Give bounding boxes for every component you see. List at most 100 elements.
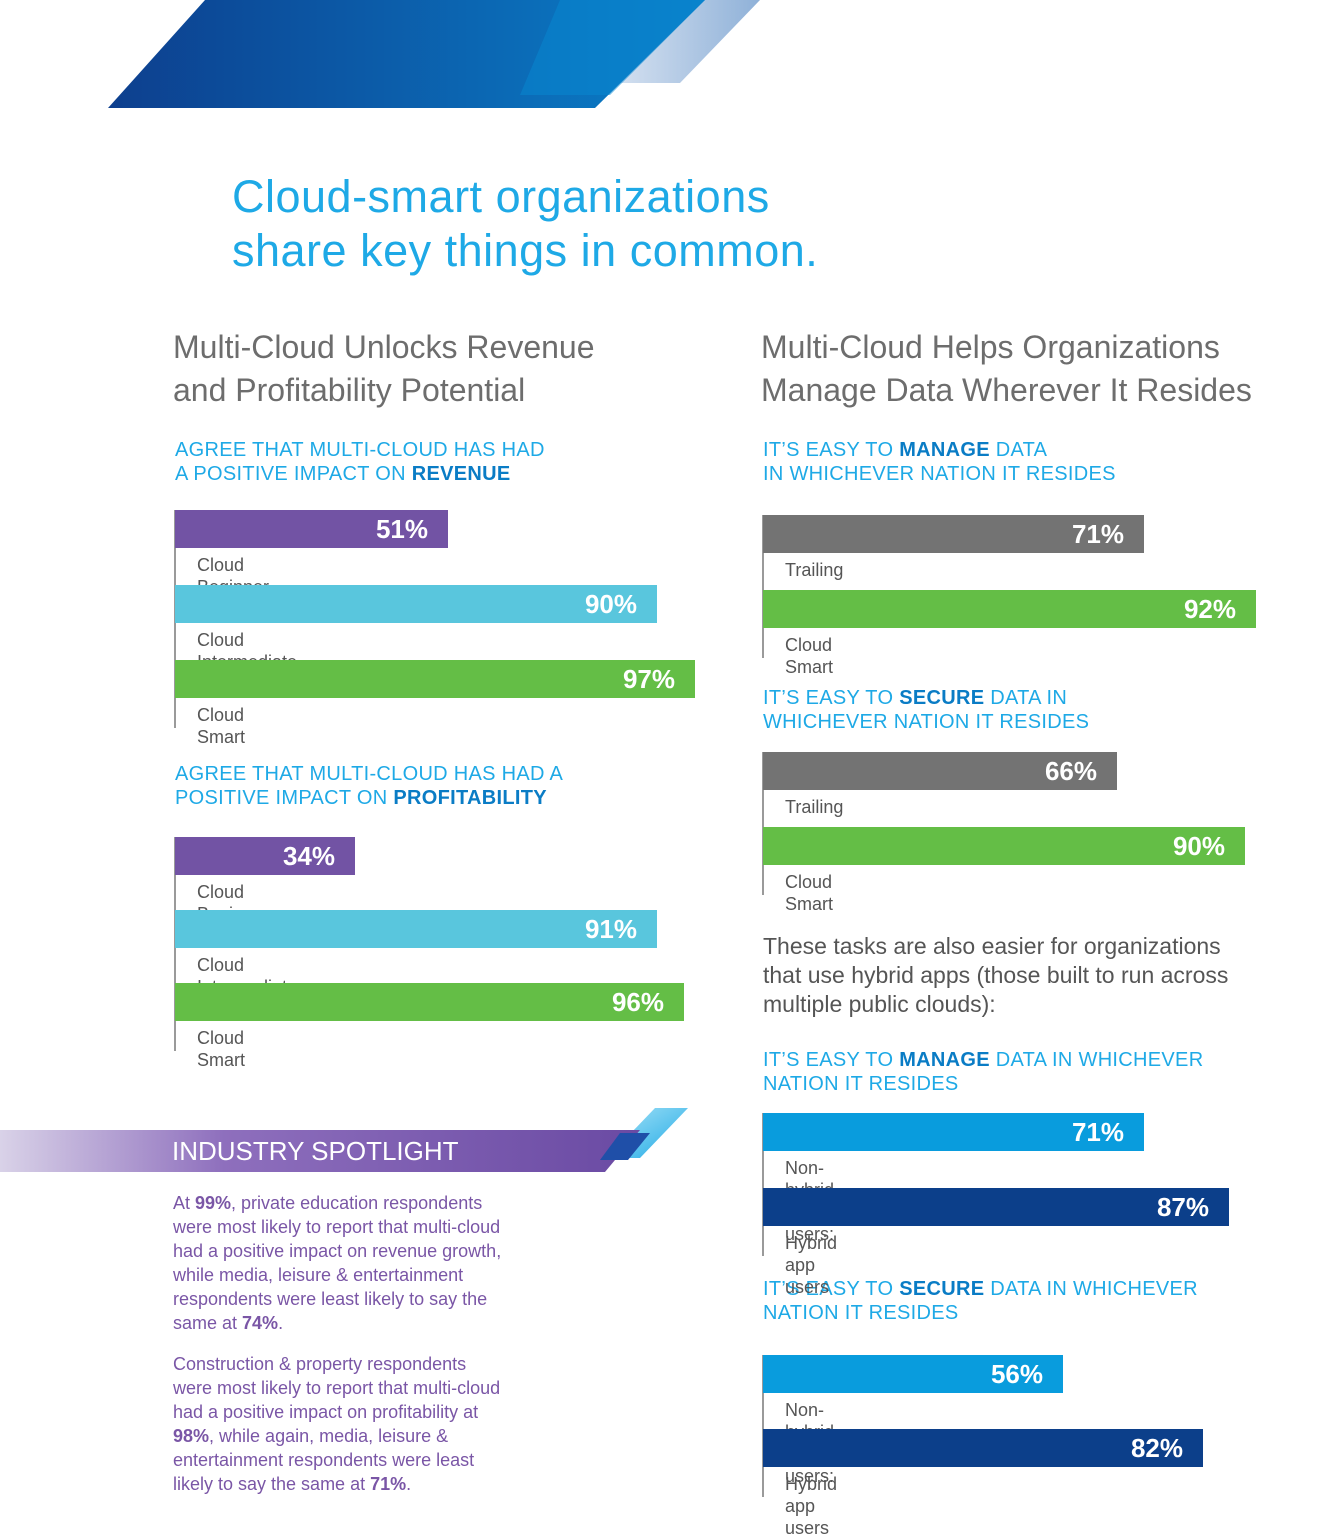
bar: 66%	[763, 752, 1117, 790]
secure-nation-subtitle-line-2: WHICHEVER NATION IT RESIDES	[763, 711, 1090, 733]
bar: 90%	[175, 585, 657, 623]
bar-category-label: Trailing	[785, 797, 844, 817]
manage-hybrid-subtitle-post: DATA IN WHICHEVER	[989, 1049, 1204, 1071]
bar-category-label: Hybrid app users	[785, 1474, 838, 1538]
profitability-subtitle-text: POSITIVE IMPACT ON	[175, 787, 394, 809]
bar-value-label: 87%	[1156, 1192, 1209, 1222]
p2-stat: 98%	[173, 1426, 210, 1446]
p2-text: likely to say the same at	[173, 1474, 371, 1494]
manage-nation-subtitle-emphasis: MANAGE	[899, 439, 990, 461]
chart-axis-line	[762, 1113, 764, 1256]
manage-hybrid-chart-subtitle: IT’S EASY TO MANAGE DATA IN WHICHEVER NA…	[763, 1048, 1203, 1096]
profitability-chart-subtitle: AGREE THAT MULTI-CLOUD HAS HAD A POSITIV…	[175, 762, 563, 810]
profitability-subtitle-line-1: AGREE THAT MULTI-CLOUD HAS HAD A	[175, 763, 564, 785]
bar: 92%	[763, 590, 1256, 628]
revenue-subtitle-line-1: AGREE THAT MULTI-CLOUD HAS HAD	[175, 439, 545, 461]
hybrid-note-line-1: These tasks are also easier for organiza…	[763, 933, 1221, 959]
bar-value-label: 56%	[990, 1359, 1043, 1389]
bar: 96%	[175, 983, 684, 1021]
bar-value-label: 92%	[1183, 594, 1236, 624]
bar-value-label: 71%	[1071, 519, 1124, 549]
manage-nation-subtitle-line-1: IT’S EASY TO MANAGE DATA	[763, 438, 1116, 462]
spotlight-p1-line-6: same at 74%.	[173, 1311, 593, 1335]
left-column-title-line-1: Multi-Cloud Unlocks Revenue	[173, 329, 595, 365]
page-title-line-2: share key things in common.	[232, 225, 819, 276]
hybrid-apps-note: These tasks are also easier for organiza…	[763, 932, 1303, 1019]
manage-hybrid-subtitle-line-1: IT’S EASY TO MANAGE DATA IN WHICHEVER	[763, 1048, 1203, 1072]
bar-category-label: Cloud Smart	[785, 635, 834, 677]
secure-nation-subtitle-emphasis: SECURE	[899, 687, 985, 709]
spotlight-p1-line-3: had a positive impact on revenue growth,	[173, 1241, 502, 1261]
right-column-title-line-2: Manage Data Wherever It Resides	[761, 372, 1252, 408]
manage-nation-subtitle-post: DATA	[989, 439, 1048, 461]
spotlight-p1-line-4: while media, leisure & entertainment	[173, 1265, 464, 1285]
secure-hybrid-subtitle-post: DATA IN WHICHEVER	[984, 1278, 1198, 1300]
manage-nation-chart-subtitle: IT’S EASY TO MANAGE DATA IN WHICHEVER NA…	[763, 438, 1116, 486]
bar: 82%	[763, 1429, 1203, 1467]
bar-category-label: Hybrid app users	[785, 1233, 838, 1297]
bar: 87%	[763, 1188, 1229, 1226]
revenue-subtitle-emphasis: REVENUE	[411, 463, 511, 485]
page-title: Cloud-smart organizations share key thin…	[232, 170, 818, 278]
left-column-title: Multi-Cloud Unlocks Revenue and Profitab…	[173, 326, 595, 412]
bar: 51%	[175, 510, 448, 548]
hybrid-note-line-2: that use hybrid apps (those built to run…	[763, 962, 1229, 988]
spotlight-p2-line-6: likely to say the same at 71%.	[173, 1472, 593, 1496]
bar-value-label: 51%	[375, 514, 428, 544]
bar: 90%	[763, 827, 1245, 865]
bar-value-label: 96%	[611, 987, 664, 1017]
page-title-line-1: Cloud-smart organizations	[232, 171, 770, 222]
bar-value-label: 71%	[1071, 1117, 1124, 1147]
revenue-subtitle-text: A POSITIVE IMPACT ON	[175, 463, 412, 485]
right-column-title-line-1: Multi-Cloud Helps Organizations	[761, 329, 1220, 365]
p1-text: At	[173, 1193, 196, 1213]
bar-category-label: Cloud Smart	[785, 872, 834, 914]
p2-text: , while again, media, leisure &	[209, 1426, 449, 1446]
spotlight-p2-line-3: had a positive impact on profitability a…	[173, 1402, 479, 1422]
secure-hybrid-subtitle-emphasis: SECURE	[899, 1278, 985, 1300]
bar-value-label: 97%	[622, 664, 675, 694]
secure-hybrid-subtitle-pre: IT’S EASY TO	[763, 1278, 900, 1300]
secure-nation-subtitle-line-1: IT’S EASY TO SECURE DATA IN	[763, 686, 1089, 710]
spotlight-p1-line-2: were most likely to report that multi-cl…	[173, 1217, 501, 1237]
bar-value-label: 82%	[1130, 1433, 1183, 1463]
p1-text: .	[278, 1313, 284, 1333]
manage-nation-subtitle-pre: IT’S EASY TO	[763, 439, 900, 461]
bar: 71%	[763, 1113, 1144, 1151]
p2-stat: 71%	[370, 1474, 407, 1494]
revenue-chart-subtitle: AGREE THAT MULTI-CLOUD HAS HAD A POSITIV…	[175, 438, 545, 486]
p1-text: , private education respondents	[231, 1193, 483, 1213]
hybrid-note-line-3: multiple public clouds):	[763, 991, 996, 1017]
secure-nation-subtitle-post: DATA IN	[984, 687, 1068, 709]
bar-value-label: 34%	[282, 841, 335, 871]
spotlight-p1-line-5: respondents were least likely to say the	[173, 1289, 488, 1309]
spotlight-title: INDUSTRY SPOTLIGHT	[172, 1136, 459, 1166]
chart-axis-line	[762, 1355, 764, 1497]
manage-hybrid-subtitle-line-2: NATION IT RESIDES	[763, 1073, 959, 1095]
spotlight-banner-graphic	[0, 1108, 688, 1172]
spotlight-paragraph-2: Construction & property respondents were…	[173, 1352, 593, 1496]
bar-category-label: Cloud Smart	[197, 1028, 246, 1070]
manage-hybrid-subtitle-emphasis: MANAGE	[899, 1049, 990, 1071]
secure-hybrid-subtitle-line-1: IT’S EASY TO SECURE DATA IN WHICHEVER	[763, 1277, 1198, 1301]
p1-stat: 99%	[195, 1193, 232, 1213]
bar-category-label: Non-hybrid app users:	[785, 1400, 835, 1486]
p1-text: same at	[173, 1313, 243, 1333]
header-stripes-graphic	[108, 0, 760, 108]
bar: 71%	[763, 515, 1144, 553]
manage-nation-subtitle-line-2: IN WHICHEVER NATION IT RESIDES	[763, 463, 1116, 485]
spotlight-p2-line-1: Construction & property respondents	[173, 1354, 467, 1374]
profitability-subtitle-emphasis: PROFITABILITY	[393, 787, 547, 809]
secure-nation-subtitle-pre: IT’S EASY TO	[763, 687, 900, 709]
secure-nation-chart-subtitle: IT’S EASY TO SECURE DATA IN WHICHEVER NA…	[763, 686, 1089, 734]
revenue-subtitle-line-2: A POSITIVE IMPACT ON REVENUE	[175, 462, 545, 486]
p1-stat: 74%	[242, 1313, 279, 1333]
bar: 97%	[175, 660, 695, 698]
bar: 56%	[763, 1355, 1063, 1393]
spotlight-paragraph-1: At 99%, private education respondents we…	[173, 1191, 593, 1335]
bar-value-label: 90%	[1172, 831, 1225, 861]
left-column-title-line-2: and Profitability Potential	[173, 372, 526, 408]
bar-value-label: 90%	[584, 589, 637, 619]
bar-category-label: Trailing	[785, 560, 844, 580]
secure-hybrid-subtitle-line-2: NATION IT RESIDES	[763, 1302, 959, 1324]
